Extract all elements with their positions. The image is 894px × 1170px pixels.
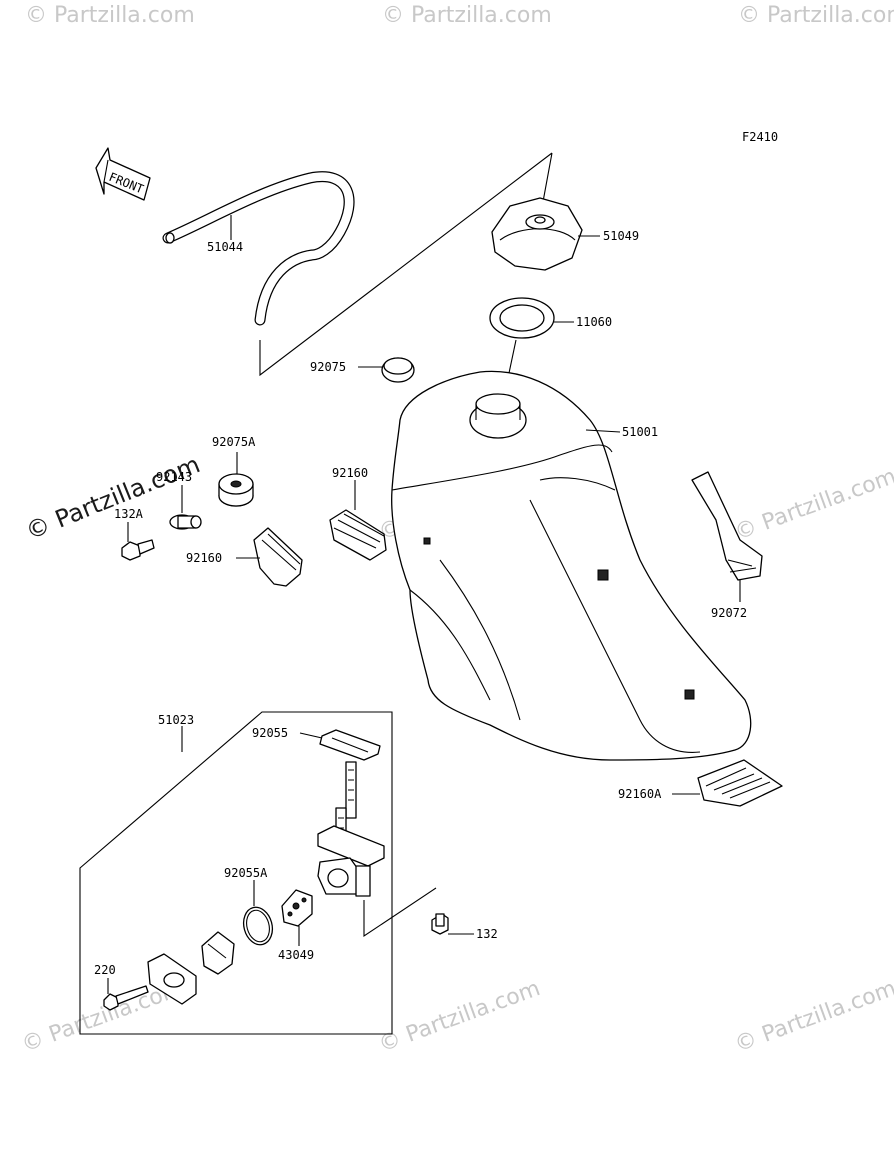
leader-line [259, 152, 553, 377]
part-label-92160A: 92160A [618, 787, 662, 801]
fuel-cock-lever [147, 931, 235, 1005]
collar-92143: 92143 [156, 470, 202, 530]
part-label-92072: 92072 [711, 606, 747, 620]
pad-92160-left: 92160 [186, 527, 303, 587]
plug-92075: 92075 [310, 357, 415, 383]
screw-220: 220 [94, 963, 149, 1011]
part-label-220: 220 [94, 963, 116, 977]
bolt-132A: 132A [114, 507, 155, 561]
bolt-132: 132 [363, 887, 498, 941]
hose-51044: 51044 [162, 171, 355, 326]
part-label-92075A: 92075A [212, 435, 256, 449]
part-label-51049: 51049 [603, 229, 639, 243]
part-label-92055: 92055 [252, 726, 288, 740]
assembly-box-51023: 51023 [79, 711, 393, 1035]
watermark: © Partzilla.com [25, 3, 195, 28]
watermark: © Partzilla.com [732, 464, 894, 546]
gasket-92055: 92055 [252, 726, 381, 761]
damper-92075A: 92075A [212, 435, 256, 507]
part-label-132: 132 [476, 927, 498, 941]
gasket-11060: 11060 [489, 297, 612, 393]
part-label-11060: 11060 [576, 315, 612, 329]
part-label-51001: 51001 [622, 425, 658, 439]
pad-92160A: 92160A [618, 759, 783, 807]
part-label-92075: 92075 [310, 360, 346, 374]
part-label-92143: 92143 [156, 470, 192, 484]
fuel-tank-51001: 51001 [391, 370, 752, 761]
figure-code: F2410 [742, 130, 778, 144]
part-label-51044: 51044 [207, 240, 243, 254]
fuel-cap-51049: 51049 [491, 197, 639, 271]
pad-92160-right: 92160 [329, 466, 387, 561]
watermark-main: © Partzilla.com [22, 450, 204, 545]
part-label-92160-left: 92160 [186, 551, 222, 565]
part-label-51023: 51023 [158, 713, 194, 727]
part-label-92055A: 92055A [224, 866, 268, 880]
watermark: © Partzilla.com [382, 3, 552, 28]
part-label-43049: 43049 [278, 948, 314, 962]
watermark: © Partzilla.com [738, 3, 894, 28]
part-label-132A: 132A [114, 507, 144, 521]
band-92072: 92072 [691, 471, 763, 620]
gasket-43049: 43049 [278, 889, 314, 962]
watermark: © Partzilla.com [376, 976, 544, 1058]
fuel-cock-body [317, 761, 385, 897]
watermark: © Partzilla.com [732, 976, 894, 1058]
front-arrow-icon: FRONT [95, 147, 151, 201]
part-label-92160-right: 92160 [332, 466, 368, 480]
oring-92055A: 92055A [224, 866, 274, 946]
